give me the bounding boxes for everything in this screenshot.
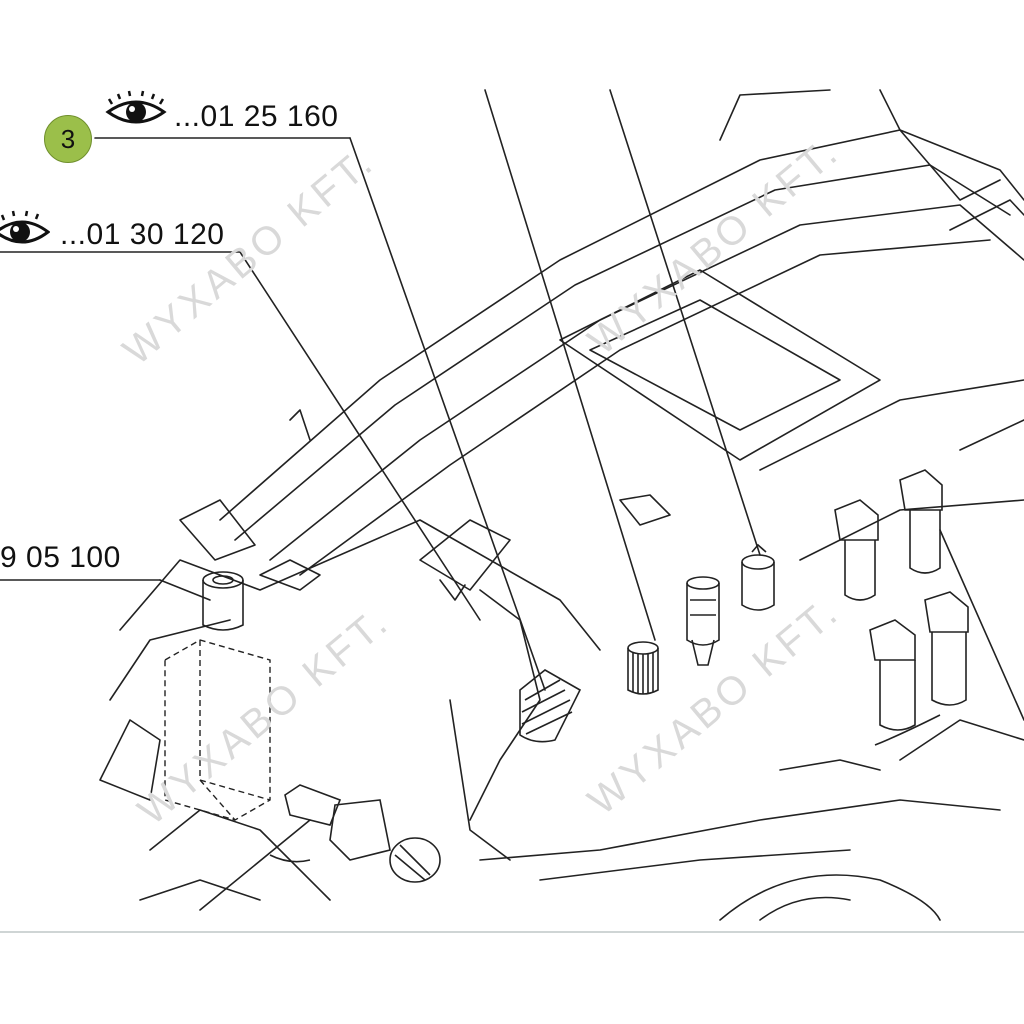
part-number-prefix: ... bbox=[174, 100, 201, 133]
water-separator-part bbox=[686, 576, 720, 666]
fuel-filter-element-part bbox=[627, 641, 659, 695]
part-number-label[interactable]: ...01 30 120 bbox=[60, 218, 224, 252]
part-number-value: 9 05 100 bbox=[0, 541, 121, 574]
pump-assembly-part bbox=[269, 784, 441, 883]
callout-badge[interactable]: 3 bbox=[44, 115, 92, 163]
part-number-value: 01 25 160 bbox=[200, 100, 339, 133]
part-number-prefix: ... bbox=[60, 218, 87, 251]
part-number-label[interactable]: ...01 25 160 bbox=[174, 100, 338, 134]
part-number-label[interactable]: 9 05 100 bbox=[0, 541, 121, 575]
eye-icon[interactable] bbox=[0, 210, 50, 250]
filter-assembly-right bbox=[834, 469, 969, 746]
air-filter-part bbox=[202, 571, 244, 631]
eye-icon[interactable] bbox=[104, 90, 168, 130]
filter-cartridge-part bbox=[741, 543, 775, 611]
hydraulic-filter-part bbox=[519, 669, 582, 743]
part-number-value: 01 30 120 bbox=[86, 218, 225, 251]
